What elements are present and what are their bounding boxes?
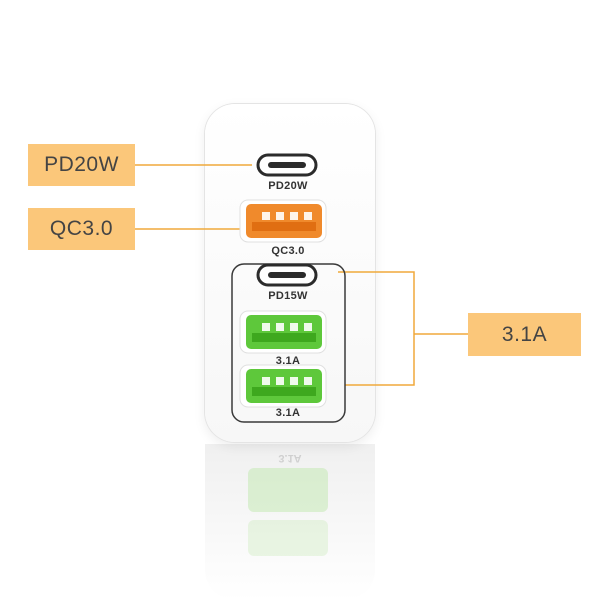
- usb-a-green-2-tongue-icon: [252, 387, 316, 396]
- usb-a-orange-tongue-icon: [252, 222, 316, 231]
- usb-c-port-top-tongue-icon: [268, 162, 306, 168]
- usb-a-green-1-pin-3-icon: [290, 323, 298, 331]
- callout-pd20w: PD20W: [28, 144, 135, 186]
- port-label-31a-2: 3.1A: [275, 407, 301, 419]
- callout-qc30: QC3.0: [28, 208, 135, 250]
- port-label-qc30: QC3.0: [271, 245, 305, 257]
- reflection-green-port-icon: [248, 468, 328, 512]
- usb-a-green-1-pin-1-icon: [262, 323, 270, 331]
- usb-a-green-1-pin-4-icon: [304, 323, 312, 331]
- port-label-pd20w: PD20W: [268, 180, 308, 192]
- group-bracket-line: [338, 271, 415, 386]
- usb-a-green-2-pin-2-icon: [276, 377, 284, 385]
- usb-a-green-port-2-icon: [246, 369, 322, 403]
- usb-a-orange-pin-1-icon: [262, 212, 270, 220]
- usb-a-orange-port-icon: [246, 204, 322, 238]
- usb-a-green-2-pin-4-icon: [304, 377, 312, 385]
- usb-a-green-2-pin-3-icon: [290, 377, 298, 385]
- usb-a-green-1-pin-2-icon: [276, 323, 284, 331]
- usb-c-port-mid-tongue-icon: [268, 272, 306, 278]
- usb-a-orange-pin-3-icon: [290, 212, 298, 220]
- callout-31a: 3.1A: [468, 313, 581, 356]
- usb-a-green-port-1-icon: [246, 315, 322, 349]
- usb-a-green-1-tongue-icon: [252, 333, 316, 342]
- port-label-pd15w: PD15W: [268, 290, 308, 302]
- port-label-31a-1: 3.1A: [275, 355, 301, 367]
- reflection-green-port-2-icon: [248, 520, 328, 556]
- usb-a-orange-pin-2-icon: [276, 212, 284, 220]
- usb-a-green-2-pin-1-icon: [262, 377, 270, 385]
- usb-a-orange-pin-4-icon: [304, 212, 312, 220]
